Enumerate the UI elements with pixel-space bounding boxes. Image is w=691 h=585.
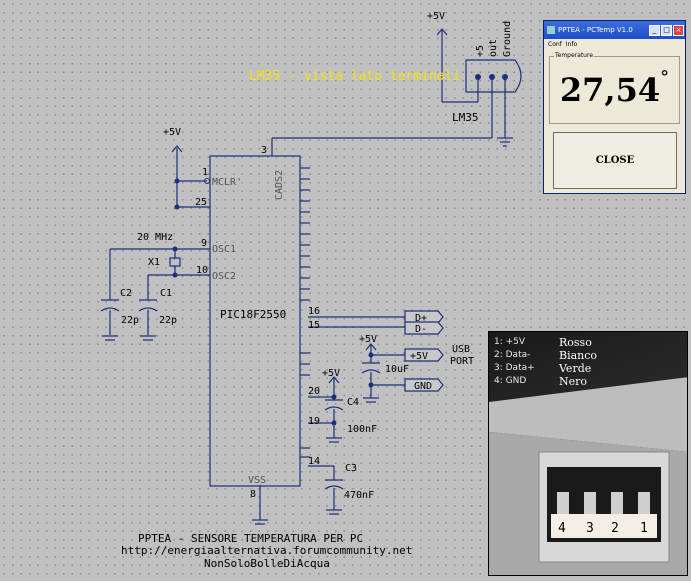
footer-url[interactable]: http://energiaalternativa.forumcommunity…	[121, 544, 412, 557]
maximize-button[interactable]: □	[661, 24, 672, 36]
wires	[109, 30, 506, 520]
temperature-group-label: Temperature	[554, 52, 595, 59]
pin-num-15: 15	[308, 320, 320, 331]
lm35-pin-out: out	[488, 39, 499, 57]
pin-num-20: 20	[308, 386, 320, 397]
pin-num-14: 14	[308, 456, 320, 467]
close-window-button[interactable]: ×	[673, 24, 684, 36]
pin-num-1: 1	[202, 167, 208, 178]
window-titlebar[interactable]: PPTEA - PCTemp V1.0 _ □ ×	[544, 21, 685, 39]
pin-cads2-label: CADS2	[274, 170, 285, 200]
usb-port-label-1: USB	[452, 344, 470, 355]
pctemp-window[interactable]: PPTEA - PCTemp V1.0 _ □ × Conf Info Temp…	[543, 20, 686, 194]
pin-num-9: 9	[201, 238, 207, 249]
lm35-pin-ground: Ground	[502, 21, 513, 57]
usb-pin-color: Verde	[559, 362, 592, 375]
usb-pin-row: 4: GND Nero	[494, 375, 597, 388]
cap-c1-label: C1	[160, 288, 172, 299]
menu-conf[interactable]: Conf	[548, 41, 562, 48]
usb-pin-row: 1: +5V Rosso	[494, 336, 597, 349]
cap-c3-label: C3	[345, 463, 357, 474]
chip-name: PIC18F2550	[220, 308, 286, 321]
usb-dplus-label: D+	[415, 313, 427, 324]
xtal-ref: X1	[148, 257, 160, 268]
pin-osc2-label: OSC2	[212, 271, 236, 282]
temperature-readout: 27,54°	[550, 67, 679, 109]
usb-pin-key: 3: Data+	[494, 363, 535, 373]
pic-chip-body	[209, 155, 301, 487]
lm35-pin-plus5: +5	[475, 45, 486, 57]
cap-c2-label: C2	[120, 288, 132, 299]
footer-author: NonSoloBolleDiAcqua	[204, 557, 330, 570]
footer-title: PPTEA - SENSORE TEMPERATURA PER PC	[138, 532, 363, 545]
vcc-arrows	[171, 28, 448, 384]
menu-info[interactable]: Info	[565, 41, 578, 48]
capacitors	[100, 257, 381, 490]
degree-symbol: °	[660, 67, 670, 88]
ground-symbols	[102, 137, 513, 525]
junctions	[172, 178, 374, 426]
lm35-caption: LM35 - vista lato terminali	[249, 69, 460, 84]
lm35-body	[465, 59, 522, 93]
usb-pin-key: 4: GND	[494, 376, 527, 386]
cap-c2-value: 22p	[121, 315, 139, 326]
pin-numbers: 1 25 3 9 10 16 15 20 19 14 8	[195, 145, 320, 500]
usb-gnd-label: GND	[414, 381, 432, 392]
usb-pin-key: 1: +5V	[494, 337, 526, 347]
pin-num-25: 25	[195, 197, 207, 208]
pin-num-16: 16	[308, 306, 320, 317]
vcc-usb-label: +5V	[359, 334, 377, 345]
usb-pin-number-4: 4	[558, 521, 566, 536]
pin-num-8: 8	[250, 489, 256, 500]
pin-num-19: 19	[308, 416, 320, 427]
usb-port-label-2: PORT	[450, 356, 474, 367]
usb-pin-row: 2: Data- Bianco	[494, 349, 597, 362]
cap-c1-value: 22p	[159, 315, 177, 326]
lm35-label: LM35	[452, 111, 479, 124]
window-title: PPTEA - PCTemp V1.0	[558, 26, 633, 34]
usb-dminus-label: D-	[415, 324, 427, 335]
usb-pin-number-3: 3	[586, 521, 594, 536]
pin-num-3: 3	[261, 145, 267, 156]
temperature-value: 27,54	[559, 71, 661, 109]
xtal-freq: 20 MHz	[137, 232, 173, 243]
cap-c3-value: 470nF	[344, 490, 374, 501]
usb-pin-color: Nero	[559, 375, 588, 388]
usb-pin-row: 3: Data+ Verde	[494, 362, 597, 375]
menu-bar: Conf Info	[544, 39, 685, 50]
cap-c4-label: C4	[347, 397, 359, 408]
minimize-button[interactable]: _	[649, 24, 660, 36]
usb-pin-legend: 1: +5V Rosso 2: Data- Bianco 3: Data+ Verde…	[494, 336, 597, 388]
pin-osc1-label: OSC1	[212, 244, 236, 255]
usb-vcc-label: +5V	[410, 351, 428, 362]
pin-mclr-label: MCLR'	[212, 177, 242, 188]
close-button[interactable]: CLOSE	[553, 132, 677, 189]
pin-num-10: 10	[196, 265, 208, 276]
app-icon	[547, 26, 555, 34]
vcc-mclr-label: +5V	[163, 127, 181, 138]
usb-pin-color: Bianco	[559, 349, 598, 362]
usb-pin-number-1: 1	[640, 521, 648, 536]
vcc-c4-label: +5V	[322, 368, 340, 379]
usb-connector-photo: 4 3 2 1 1: +5V Rosso 2: Data- Bianco 3: Da…	[488, 331, 688, 576]
usb-connector-drawing: 4 3 2 1	[489, 377, 687, 575]
usb-pin-color: Rosso	[559, 336, 592, 349]
cap-c4-value: 100nF	[347, 424, 377, 435]
usb-pin-key: 2: Data-	[494, 350, 531, 360]
vcc-top-label: +5V	[427, 11, 445, 22]
pin-vss-label: VSS	[248, 475, 266, 486]
usb-port-connectors[interactable]	[404, 310, 444, 392]
temperature-group: Temperature 27,54°	[549, 52, 680, 124]
usb-pin-number-2: 2	[611, 521, 619, 536]
cap-10uf-value: 10uF	[385, 364, 409, 375]
